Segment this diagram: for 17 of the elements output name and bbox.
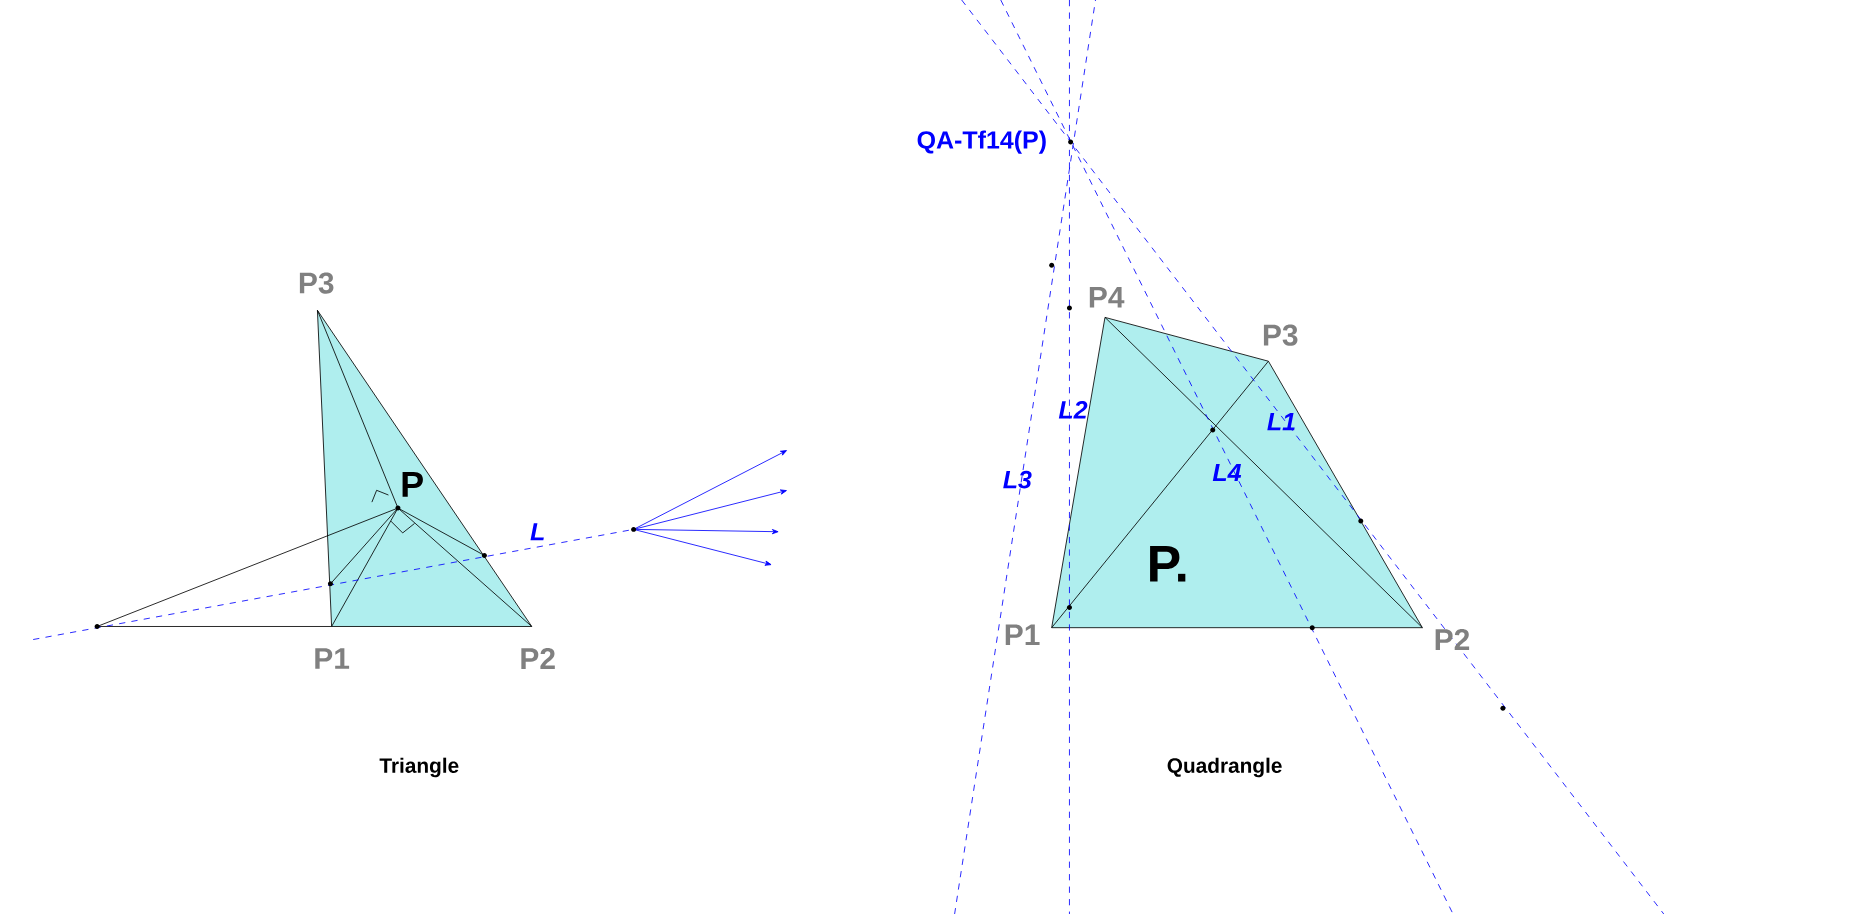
panel-caption: Quadrangle xyxy=(1167,757,1282,778)
point-label: P3 xyxy=(1263,324,1298,346)
point-label: P2 xyxy=(521,647,555,669)
point-label: P1 xyxy=(1005,624,1040,645)
point-label: P2 xyxy=(1435,628,1470,650)
point-label: P3 xyxy=(299,272,334,294)
line-label: L4 xyxy=(1212,463,1242,481)
line-label: L2 xyxy=(1058,400,1088,419)
line-label: L xyxy=(530,523,544,541)
point-label: QA-Tf14(P) xyxy=(917,130,1046,154)
point-label: P. xyxy=(1150,545,1186,582)
line-label: L1 xyxy=(1267,412,1295,431)
point-label: P1 xyxy=(315,648,350,669)
point-label: P4 xyxy=(1089,286,1125,308)
panel-caption: Triangle xyxy=(379,757,459,778)
point-label: P xyxy=(402,471,423,497)
line-label: L3 xyxy=(1003,470,1032,489)
